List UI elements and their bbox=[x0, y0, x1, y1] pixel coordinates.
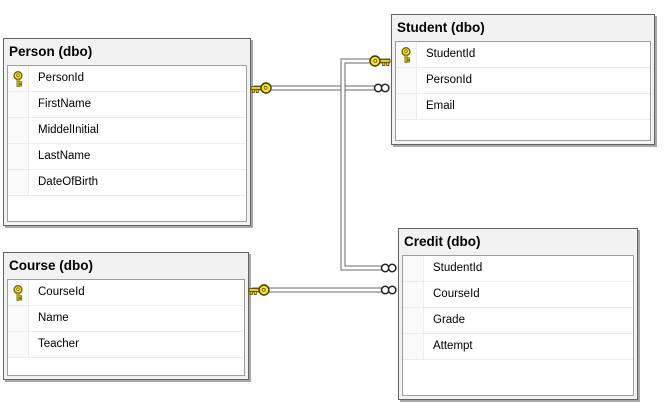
key-cell bbox=[403, 256, 424, 281]
field-name: FirstName bbox=[38, 98, 92, 110]
field-name: Email bbox=[426, 100, 455, 112]
cardinality-many-infinity-icon bbox=[373, 83, 390, 93]
key-cell bbox=[403, 282, 424, 307]
cardinality-one-key-icon bbox=[250, 82, 272, 94]
db-table-student[interactable]: Student (dbo) StudentId PersonId bbox=[391, 14, 655, 145]
cardinality-many-infinity-icon bbox=[380, 285, 397, 295]
field-name: Grade bbox=[433, 314, 465, 326]
field-row-studentid-fk[interactable]: StudentId bbox=[403, 256, 633, 282]
field-row-attempt[interactable]: Attempt bbox=[403, 334, 633, 360]
cardinality-one-key-icon bbox=[369, 55, 391, 67]
field-row-name[interactable]: Name bbox=[8, 306, 244, 332]
cardinality-many-infinity-icon bbox=[380, 263, 397, 273]
field-grid-course: CourseId Name Teacher bbox=[7, 279, 245, 376]
db-table-credit[interactable]: Credit (dbo) StudentId CourseId Grade At… bbox=[398, 228, 638, 400]
primary-key-icon bbox=[13, 70, 23, 87]
field-name: PersonId bbox=[426, 74, 473, 86]
key-cell bbox=[8, 92, 29, 117]
field-row-email[interactable]: Email bbox=[396, 94, 650, 120]
field-grid-credit: StudentId CourseId Grade Attempt bbox=[402, 255, 634, 396]
primary-key-icon bbox=[13, 284, 23, 301]
key-cell bbox=[403, 308, 424, 333]
field-row-courseid[interactable]: CourseId bbox=[8, 280, 244, 306]
field-row-grade[interactable]: Grade bbox=[403, 308, 633, 334]
key-cell bbox=[8, 66, 29, 91]
field-name: StudentId bbox=[433, 262, 483, 274]
field-name: DateOfBirth bbox=[38, 176, 99, 188]
key-cell bbox=[403, 334, 424, 359]
field-name: CourseId bbox=[433, 288, 480, 300]
key-cell bbox=[8, 144, 29, 169]
key-cell bbox=[8, 306, 29, 331]
field-row-personid[interactable]: PersonId bbox=[8, 66, 246, 92]
field-name: Attempt bbox=[433, 340, 473, 352]
key-cell bbox=[8, 118, 29, 143]
field-row-teacher[interactable]: Teacher bbox=[8, 332, 244, 358]
table-title-course[interactable]: Course (dbo) bbox=[9, 258, 93, 273]
table-title-person[interactable]: Person (dbo) bbox=[9, 44, 93, 59]
key-cell bbox=[396, 68, 417, 93]
db-table-person[interactable]: Person (dbo) PersonId FirstName bbox=[3, 38, 251, 226]
field-name: StudentId bbox=[426, 48, 476, 60]
cardinality-one-key-icon bbox=[248, 284, 270, 296]
field-row-personid-fk[interactable]: PersonId bbox=[396, 68, 650, 94]
field-name: MiddelInitial bbox=[38, 124, 99, 136]
key-cell bbox=[396, 42, 417, 67]
key-cell bbox=[396, 94, 417, 119]
primary-key-icon bbox=[401, 46, 411, 63]
field-name: Teacher bbox=[38, 338, 79, 350]
field-row-lastname[interactable]: LastName bbox=[8, 144, 246, 170]
relationship-line-student-credit[interactable] bbox=[340, 58, 390, 271]
table-title-credit[interactable]: Credit (dbo) bbox=[404, 234, 481, 249]
key-cell bbox=[8, 332, 29, 357]
field-grid-person: PersonId FirstName MiddelInitial LastNam… bbox=[7, 65, 247, 222]
field-name: PersonId bbox=[38, 72, 85, 84]
field-row-courseid-fk[interactable]: CourseId bbox=[403, 282, 633, 308]
field-name: CourseId bbox=[38, 286, 85, 298]
field-name: LastName bbox=[38, 150, 91, 162]
field-row-middelinitial[interactable]: MiddelInitial bbox=[8, 118, 246, 144]
db-table-course[interactable]: Course (dbo) CourseId Name bbox=[3, 252, 249, 380]
key-cell bbox=[8, 280, 29, 305]
key-cell bbox=[8, 170, 29, 195]
field-row-firstname[interactable]: FirstName bbox=[8, 92, 246, 118]
field-grid-student: StudentId PersonId Email bbox=[395, 41, 651, 141]
field-name: Name bbox=[38, 312, 69, 324]
field-row-studentid[interactable]: StudentId bbox=[396, 42, 650, 68]
table-title-student[interactable]: Student (dbo) bbox=[397, 20, 485, 35]
field-row-dateofbirth[interactable]: DateOfBirth bbox=[8, 170, 246, 196]
